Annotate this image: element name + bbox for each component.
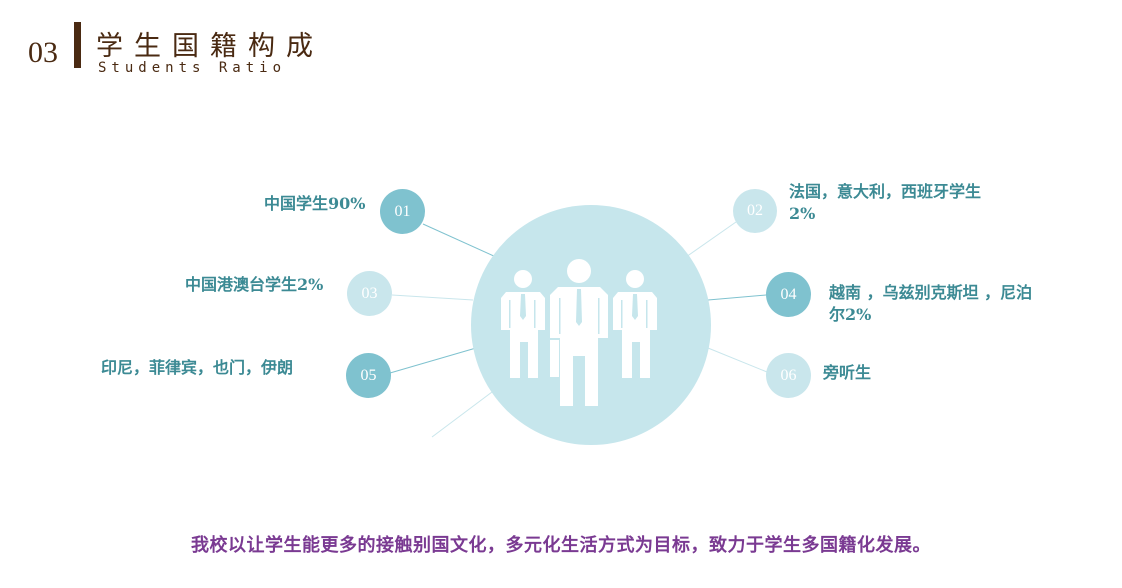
label-03: 中国港澳台学生2% xyxy=(185,275,324,294)
section-subtitle: Students Ratio xyxy=(98,60,287,76)
node-03: 03 xyxy=(347,271,392,316)
footer-statement: 我校以让学生能更多的接触别国文化，多元化生活方式为目标，致力于学生多国籍化发展。 xyxy=(191,535,931,556)
node-05: 05 xyxy=(346,353,391,398)
label-05: 印尼，菲律宾，也门，伊朗 xyxy=(101,358,294,377)
section-title: 学生国籍构成 xyxy=(96,31,324,62)
connector-06 xyxy=(707,347,768,373)
node-02: 02 xyxy=(733,189,777,233)
label-02: 法国，意大利，西班牙学生 2% xyxy=(789,182,982,223)
connector-03 xyxy=(391,294,474,301)
label-06: 旁听生 xyxy=(823,363,872,382)
section-header: 03 学生国籍构成 Students Ratio xyxy=(28,22,428,82)
node-04: 04 xyxy=(766,272,811,317)
node-06: 06 xyxy=(766,353,811,398)
connector-01 xyxy=(422,223,497,258)
label-01: 中国学生90% xyxy=(264,194,366,213)
section-number: 03 xyxy=(28,36,58,69)
connector-05 xyxy=(389,347,477,374)
connector-02 xyxy=(685,221,737,258)
people-group-icon xyxy=(501,259,657,406)
label-04: 越南 ，乌兹别克斯坦 ，尼泊 尔2% xyxy=(829,283,1033,324)
header-divider-bar xyxy=(74,22,81,68)
node-01: 01 xyxy=(380,189,425,234)
connector-extra xyxy=(431,391,493,438)
connector-04 xyxy=(707,294,767,301)
